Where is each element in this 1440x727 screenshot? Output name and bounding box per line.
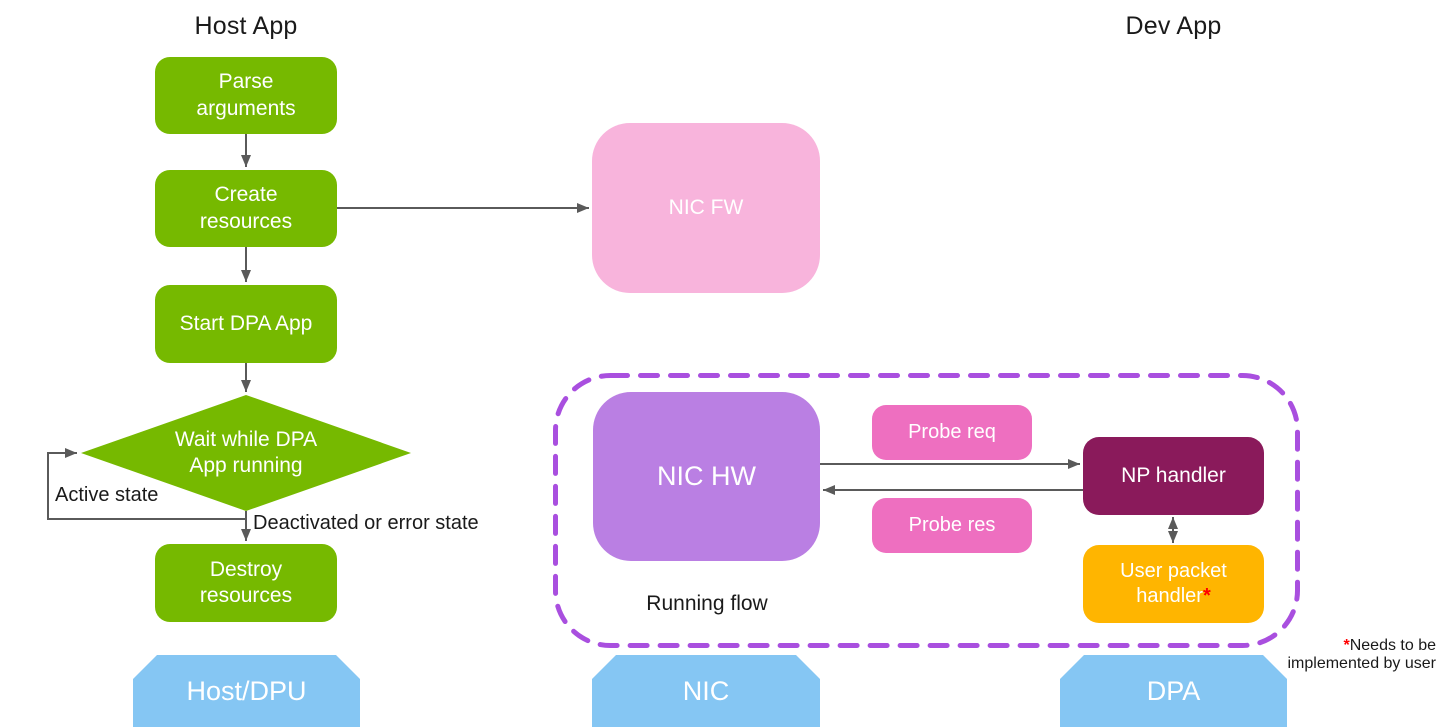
deactivated-state-label: Deactivated or error state [253,512,479,534]
host-app-title: Host App [194,12,298,40]
footnote: *Needs to be implemented by user [1287,637,1436,674]
running-flow-label: Running flow [646,592,768,615]
dev-app-title: Dev App [1125,12,1222,40]
node-np-handler: NP handler [1083,437,1264,515]
node-parse-arguments: Parse arguments [155,57,337,134]
footnote-line2: implemented by user [1287,655,1436,673]
node-probe-res: Probe res [872,498,1032,553]
node-user-packet-handler: User packet handler* [1083,545,1264,623]
node-nic-fw: NIC FW [592,123,820,293]
create-resources-label: Create resources [199,183,293,233]
platform-host-dpu: Host/DPU [133,655,360,727]
np-handler-label: NP handler [1121,463,1226,487]
nic-fw-label: NIC FW [668,195,744,219]
destroy-resources-label: Destroy resources [199,557,293,607]
parse-arguments-label: Parse arguments [196,70,296,120]
node-start-dpa-app: Start DPA App [155,285,337,363]
platform-nic: NIC [592,655,820,727]
platform-nic-label: NIC [682,675,730,706]
nic-hw-label: NIC HW [657,460,756,491]
user-packet-handler-asterisk: * [1202,585,1211,607]
footnote-line1-text: Needs to be [1349,637,1436,654]
wait-decision-label: Wait while DPA App running [174,427,318,477]
probe-req-label: Probe req [908,421,996,443]
node-probe-req: Probe req [872,405,1032,460]
node-nic-hw: NIC HW [593,392,820,561]
node-create-resources: Create resources [155,170,337,247]
active-state-label: Active state [55,484,159,506]
platform-dpa: DPA [1060,655,1287,727]
user-packet-handler-label: User packet handler* [1120,559,1227,609]
platform-dpa-label: DPA [1146,675,1201,706]
footnote-line1: *Needs to be [1287,637,1436,655]
node-destroy-resources: Destroy resources [155,544,337,622]
footnote-asterisk: * [1343,637,1350,654]
start-dpa-app-label: Start DPA App [179,311,313,335]
platform-host-dpu-label: Host/DPU [186,675,307,706]
probe-res-label: Probe res [908,514,996,536]
